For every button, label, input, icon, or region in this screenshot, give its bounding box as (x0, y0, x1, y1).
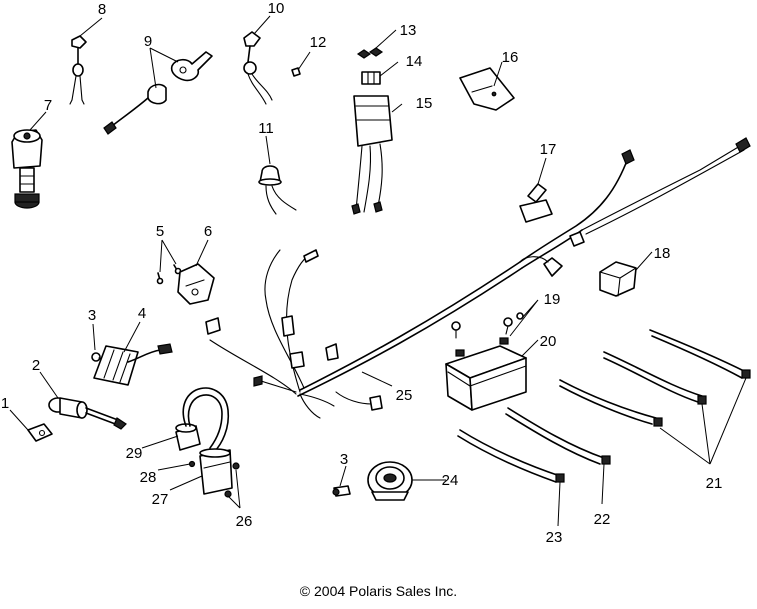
callout-18: 18 (654, 245, 671, 262)
copyright-text: © 2004 Polaris Sales Inc. (299, 583, 458, 599)
part-9-keys (103, 51, 213, 135)
callout-10: 10 (268, 0, 285, 17)
callout-16: 16 (502, 49, 519, 66)
leader-lines (9, 15, 747, 527)
callout-27: 27 (152, 491, 169, 508)
part-16-cover (459, 67, 515, 111)
part-2-switch (48, 397, 127, 430)
part-15-fuse-holder (351, 95, 393, 215)
callout-28: 28 (140, 469, 157, 486)
part-25-wiring-harness (205, 137, 751, 419)
part-7-key-switch (11, 129, 43, 209)
part-13-caps (356, 47, 384, 59)
part-3-screw-bottom (332, 485, 351, 497)
part-24-horn (367, 461, 413, 501)
part-10-switch (243, 31, 273, 105)
callout-14: 14 (406, 53, 423, 70)
callout-20: 20 (540, 333, 557, 350)
part-19-screws (451, 312, 524, 339)
callout-29: 29 (126, 445, 143, 462)
part-17-connector (527, 183, 547, 203)
callout-3-bottom: 3 (340, 451, 348, 468)
callout-1: 1 (1, 395, 9, 412)
part-8-connector (69, 35, 87, 105)
part-28-washer (188, 460, 196, 468)
part-29-spark-plug-cap (175, 387, 230, 453)
part-23-cable-tie (457, 429, 565, 483)
part-22-cable-tie (505, 407, 611, 465)
callout-17: 17 (540, 141, 557, 158)
callout-6: 6 (204, 223, 212, 240)
callout-12: 12 (310, 34, 327, 51)
callout-7: 7 (44, 97, 52, 114)
part-3-screw-left (91, 352, 105, 362)
part-11-socket (258, 165, 297, 215)
part-6-relay (177, 263, 215, 305)
callout-25: 25 (396, 387, 413, 404)
callout-labels: 1 2 3 4 5 6 7 8 9 10 11 12 13 14 15 16 1… (1, 0, 723, 546)
callout-3-left: 3 (88, 307, 96, 324)
callout-2: 2 (32, 357, 40, 374)
callout-5: 5 (156, 223, 164, 240)
part-20-battery (445, 337, 527, 411)
callout-23: 23 (546, 529, 563, 546)
part-4-regulator (93, 343, 173, 386)
callout-11: 11 (258, 120, 274, 137)
callout-4: 4 (138, 305, 146, 322)
callout-22: 22 (594, 511, 611, 528)
callout-15: 15 (416, 95, 433, 112)
part-14-fuse (361, 71, 381, 85)
callout-9: 9 (144, 33, 152, 50)
part-5-screws (156, 264, 182, 285)
part-27-ignition-coil (199, 448, 233, 495)
part-26-bolts (224, 462, 240, 498)
callout-19: 19 (544, 291, 561, 308)
callout-21: 21 (706, 475, 723, 492)
callout-26: 26 (236, 513, 253, 530)
callout-8: 8 (98, 1, 106, 18)
callout-13: 13 (400, 22, 417, 39)
callout-24: 24 (442, 472, 459, 489)
part-1-clip (27, 423, 53, 442)
part-18-relay (599, 261, 637, 297)
part-21-cable-ties (559, 329, 751, 427)
